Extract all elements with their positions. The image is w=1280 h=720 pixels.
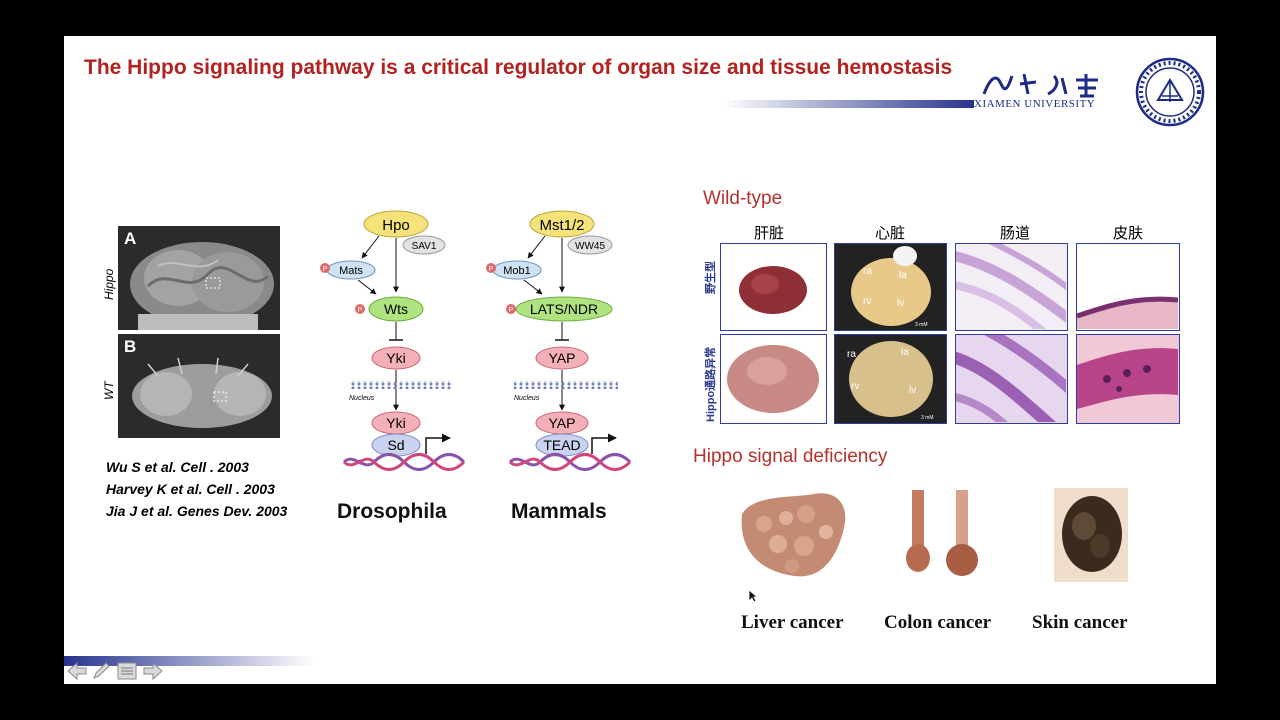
panel-a-letter: A bbox=[124, 229, 137, 248]
phospho-badge: P bbox=[509, 307, 514, 314]
reference-1: Wu S et al. Cell . 2003 bbox=[106, 459, 249, 475]
mob1-node: Mob1 bbox=[503, 265, 531, 277]
mammals-label: Mammals bbox=[511, 500, 607, 523]
header-gradient-bar bbox=[724, 100, 974, 108]
heart-ra-label: ra bbox=[847, 349, 856, 360]
phospho-badge: P bbox=[489, 266, 494, 273]
mouse-cursor-icon bbox=[748, 589, 758, 603]
drosophila-label: Drosophila bbox=[337, 500, 447, 523]
column-header-heart: 心脏 bbox=[875, 225, 906, 242]
heart-la-label: la bbox=[901, 347, 909, 358]
footer-gradient-bar bbox=[64, 656, 314, 666]
colon-cancer-label: Colon cancer bbox=[884, 612, 992, 633]
wild-type-title: Wild-type bbox=[703, 188, 783, 209]
row-label-wild-type: 野生型 bbox=[705, 261, 717, 294]
intestine-hippo-image bbox=[955, 334, 1068, 424]
wts-node: Wts bbox=[384, 301, 408, 317]
lats-ndr-node: LATS/NDR bbox=[530, 301, 598, 317]
liver-wt-image bbox=[720, 243, 827, 331]
heart-la-label: la bbox=[899, 270, 907, 281]
slide: The Hippo signaling pathway is a critica… bbox=[64, 36, 1216, 684]
panel-b-letter: B bbox=[124, 337, 137, 356]
sd-node: Sd bbox=[387, 437, 404, 453]
heart-ra-label: ra bbox=[863, 266, 872, 277]
tead-node: TEAD bbox=[543, 437, 580, 453]
reference-2: Harvey K et al. Cell . 2003 bbox=[106, 481, 275, 497]
mst-node: Mst1/2 bbox=[539, 217, 584, 234]
menu-icon[interactable] bbox=[116, 660, 138, 682]
liver-cancer-image bbox=[741, 493, 846, 577]
wt-fly-micrograph: B bbox=[118, 334, 280, 438]
arrow-left-icon[interactable] bbox=[66, 660, 88, 682]
liver-cancer-label: Liver cancer bbox=[741, 612, 844, 633]
column-header-intestine: 肠道 bbox=[1000, 225, 1031, 242]
heart-hippo-image: ra la rv lv 3 mM bbox=[834, 334, 947, 424]
sav1-node: SAV1 bbox=[412, 241, 437, 252]
hippo-fly-micrograph: A bbox=[118, 226, 280, 330]
wt-label: WT bbox=[102, 381, 116, 400]
skin-cancer-image bbox=[1054, 488, 1128, 582]
heart-lv-label: lv bbox=[897, 298, 904, 309]
drosophila-pathway: Hpo SAV1 Mats P Wts P Yki Nucleus Yki Sd bbox=[320, 210, 466, 471]
phospho-badge: P bbox=[358, 307, 363, 314]
pen-icon[interactable] bbox=[90, 660, 112, 682]
university-seal-logo bbox=[1135, 57, 1205, 127]
column-header-liver: 肝脏 bbox=[754, 225, 785, 242]
yki-nuclear-node: Yki bbox=[386, 415, 405, 431]
row-label-hippo-abnormal: Hippo通路异常 bbox=[705, 346, 717, 422]
yap-node: YAP bbox=[549, 350, 576, 366]
heart-wt-image: ra la rv lv 3 mM bbox=[834, 243, 947, 331]
pathway-diagram: Hpo SAV1 Mats P Wts P Yki Nucleus Yki Sd bbox=[320, 210, 632, 471]
heart-rv-label: rv bbox=[851, 381, 859, 392]
mammals-pathway: Mst1/2 WW45 Mob1 P LATS/NDR P YAP Nucleu… bbox=[486, 210, 632, 471]
column-header-skin: 皮肤 bbox=[1113, 225, 1144, 242]
mats-node: Mats bbox=[339, 265, 363, 277]
university-name: XIAMEN UNIVERSITY bbox=[974, 98, 1096, 110]
skin-cancer-label: Skin cancer bbox=[1032, 612, 1128, 633]
yki-node: Yki bbox=[386, 350, 405, 366]
ww45-node: WW45 bbox=[575, 241, 605, 252]
heart-rv-label: rv bbox=[863, 296, 871, 307]
colon-cancer-image bbox=[906, 490, 978, 576]
arrow-right-icon[interactable] bbox=[142, 660, 164, 682]
phospho-badge: P bbox=[323, 266, 328, 273]
hippo-label: Hippo bbox=[102, 268, 116, 300]
university-calligraphy-logo bbox=[982, 73, 1098, 98]
deficiency-title: Hippo signal deficiency bbox=[693, 446, 888, 467]
slide-title: The Hippo signaling pathway is a critica… bbox=[84, 56, 953, 79]
skin-hippo-image bbox=[1076, 334, 1180, 424]
yap-nuclear-node: YAP bbox=[549, 415, 576, 431]
nucleus-label: Nucleus bbox=[349, 395, 375, 402]
heart-scale-label: 3 mM bbox=[915, 322, 928, 328]
nucleus-label: Nucleus bbox=[514, 395, 540, 402]
reference-3: Jia J et al. Genes Dev. 2003 bbox=[106, 503, 288, 519]
liver-hippo-image bbox=[720, 334, 827, 424]
intestine-wt-image bbox=[955, 243, 1068, 331]
hpo-node: Hpo bbox=[382, 217, 410, 234]
heart-scale-label: 3 mM bbox=[921, 415, 934, 421]
heart-lv-label: lv bbox=[909, 385, 916, 396]
skin-wt-image bbox=[1076, 243, 1180, 331]
